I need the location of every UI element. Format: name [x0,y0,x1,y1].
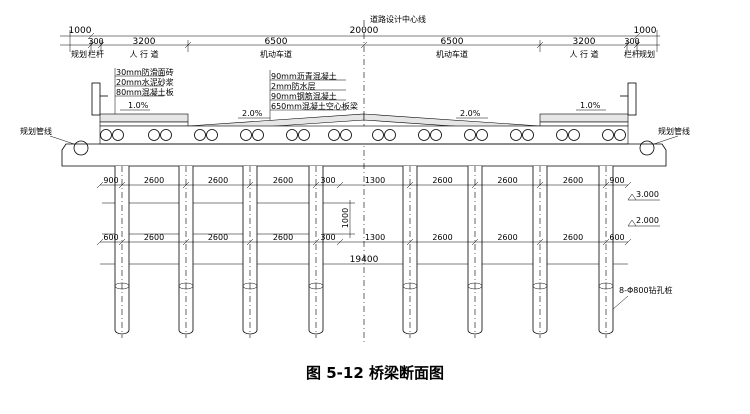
cap-beam [61,143,667,167]
pile-dim-2-5: 300 [320,233,335,242]
top-dimension-lines [60,30,660,52]
slab-void-pair-2 [148,129,172,141]
left-railing [91,82,108,116]
left-rail-dim: 300 [88,37,103,46]
piles-group [114,166,614,338]
sidewalk-layer-1: 30mm防滑面砖 [116,67,174,77]
pile-spacing-rows: 900 2600 2600 2600 300 1300 2600 2600 2600 900 600… [96,176,632,246]
slab-void-pair-4 [240,129,264,141]
pile-dim-1-3: 2600 [208,176,228,185]
centerline-label: 道路设计中心线 [370,14,426,24]
slab-voids-group [100,129,626,141]
pile-dim-row-1: 900 2600 2600 2600 300 1300 2600 2600 2600 900 [96,176,632,189]
right-outer-dim: 1000 [634,26,657,36]
pile-dim-1-10: 900 [609,176,624,185]
right-pipe-label: 规划管线 [658,126,690,136]
slab-void-pair-5 [286,129,310,141]
pile-8 [598,166,614,338]
elevation-2: 2.000 [636,216,659,225]
total-width-dim: 20000 [350,26,379,36]
pile-dim-2-10: 600 [609,233,624,242]
roadway-layer-2: 2mm防水层 [271,81,316,91]
pile-dim-1-6: 1300 [365,176,385,185]
pile-dim-1-4: 2600 [273,176,293,185]
pile-dim-2-8: 2600 [497,233,517,242]
pile-dim-1-5: 300 [320,176,335,185]
slope-right-sidewalk: 1.0% [580,101,601,110]
slab-void-pair-3 [194,129,218,141]
sidewalk-layer-3: 80mm混凝土板 [116,87,174,97]
right-rail-dim: 300 [624,37,639,46]
pile-dim-1-9: 2600 [563,176,583,185]
right-sidewalk-label: 人 行 道 [569,49,598,59]
slab-void-pair-8 [418,129,442,141]
roadway-layer-3: 90mm钢筋混凝土 [271,91,337,101]
pile-dim-2-9: 2600 [563,233,583,242]
right-planned-label: 规划 [639,49,655,59]
pile-5 [402,166,418,338]
figure-caption: 图 5-12 桥梁断面图 [306,364,444,382]
pile-dim-row-2: 600 2600 2600 2600 300 1300 2600 2600 2600 600 [96,233,632,246]
left-planned-label: 规划 [71,49,87,59]
left-lane-dim: 6500 [265,37,288,47]
pile-dim-1-1: 900 [103,176,118,185]
planned-pipes: 规划管线 规划管线 [20,126,690,156]
pile-note: 8-Φ800钻孔桩 [619,285,673,295]
pile-total-dim: 19400 [350,255,379,265]
right-lane-label: 机动车道 [436,49,468,59]
left-pipe-label: 规划管线 [20,126,52,136]
slope-left-sidewalk: 1.0% [128,101,149,110]
slope-left-lane: 2.0% [242,109,263,118]
pile-dim-2-2: 2600 [144,233,164,242]
pile-dim-1-8: 2600 [497,176,517,185]
pile-7 [532,166,548,338]
pile-3 [242,166,258,338]
slab-void-pair-6 [328,129,352,141]
left-lane-label: 机动车道 [260,49,292,59]
slab-void-pair-7 [372,129,396,141]
slab-void-pair-11 [556,129,580,141]
right-rail-label: 栏杆 [624,49,640,59]
pile-1 [114,166,130,338]
left-sidewalk-dim: 3200 [133,37,156,47]
sidewalk-layer-2: 20mm水泥砂浆 [116,77,174,87]
pile-dim-1-7: 2600 [432,176,452,185]
left-rail-label: 栏杆 [88,49,104,59]
right-lane-dim: 6500 [441,37,464,47]
left-sidewalk-slab [99,113,189,127]
hollow-slab-beam [99,125,629,145]
slab-void-pair-10 [510,129,534,141]
left-outer-dim: 1000 [69,26,92,36]
slab-void-pair-12 [602,129,626,141]
elevation-markers: 3.000 2.000 [627,190,660,227]
pile-dim-2-6: 1300 [365,233,385,242]
elevation-1: 3.000 [636,190,659,199]
right-railing [620,82,637,116]
pile-dim-1-2: 2600 [144,176,164,185]
roadway-layer-4: 650mm混凝土空心板梁 [271,101,358,111]
pile-2 [178,166,194,338]
left-sidewalk-label: 人 行 道 [129,49,158,59]
slab-void-pair-9 [464,129,488,141]
pile-dim-2-1: 600 [103,233,118,242]
roadway-layer-callout: 90mm沥青混凝土 2mm防水层 90mm钢筋混凝土 650mm混凝土空心板梁 [269,70,358,130]
slope-markers: 1.0% 2.0% 2.0% 1.0% [120,101,606,119]
slab-void-pair-1 [100,129,124,141]
pile-dim-2-3: 2600 [208,233,228,242]
pile-6 [467,166,483,338]
pile-dim-2-4: 2600 [273,233,293,242]
vertical-dim-text: 1000 [341,208,350,228]
right-sidewalk-dim: 3200 [573,37,596,47]
slope-right-lane: 2.0% [460,109,481,118]
right-sidewalk-slab [539,113,629,127]
roadway-layer-1: 90mm沥青混凝土 [271,71,337,81]
pile-note-leader [611,295,629,311]
pile-4 [308,166,324,338]
pile-dim-2-7: 2600 [432,233,452,242]
